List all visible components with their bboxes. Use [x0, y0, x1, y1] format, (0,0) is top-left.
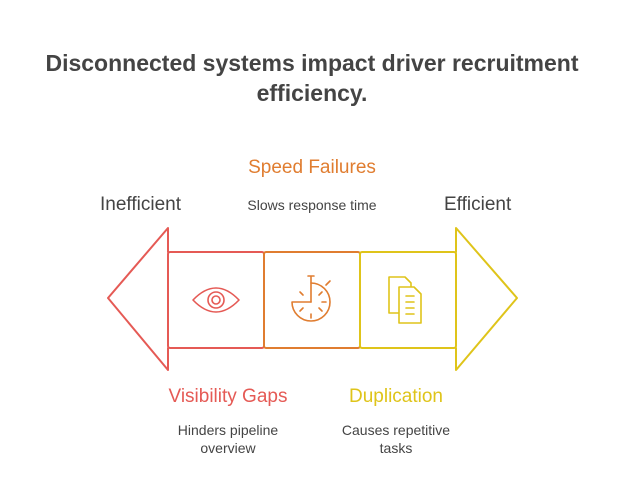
- speed-box: [263, 251, 361, 349]
- duplication-box: [359, 251, 457, 349]
- left-label: Inefficient: [100, 194, 181, 215]
- left-arrow-head: [107, 227, 169, 371]
- right-label: Efficient: [444, 194, 512, 215]
- page-title: Disconnected systems impact driver recru…: [45, 50, 579, 106]
- visibility-gaps-title: Visibility Gaps: [168, 386, 288, 407]
- speed-failures-description: Slows response time: [247, 197, 377, 213]
- visibility-gaps-description: Hinders pipeline overview: [177, 422, 279, 456]
- documents-icon: [388, 276, 422, 324]
- visibility-box: [167, 251, 265, 349]
- duplication-description: Causes repetitive tasks: [341, 422, 451, 456]
- stopwatch-icon: [291, 275, 331, 322]
- duplication-title: Duplication: [349, 386, 443, 407]
- right-arrow-head: [455, 227, 518, 371]
- eye-icon: [192, 287, 240, 313]
- speed-failures-title: Speed Failures: [248, 157, 376, 178]
